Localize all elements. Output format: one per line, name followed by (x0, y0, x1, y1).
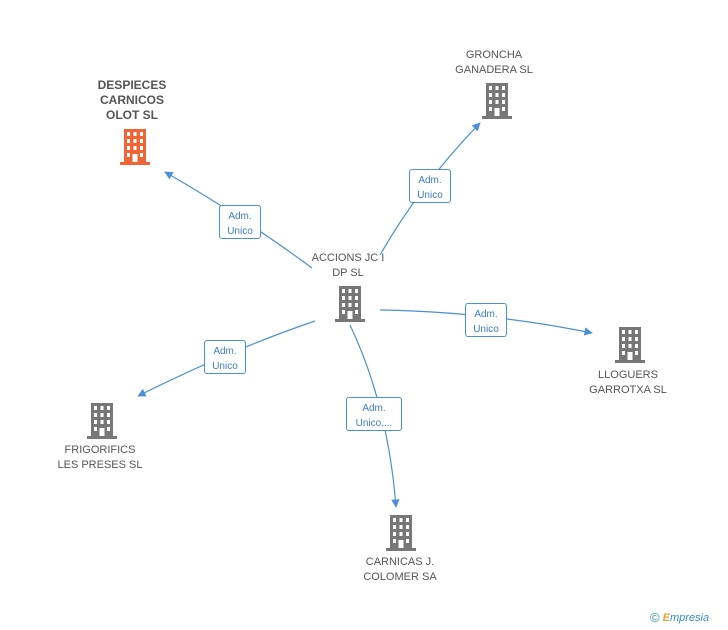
edge-label-frigorifics[interactable]: Adm. Unico (204, 340, 246, 374)
building-icon (386, 515, 416, 551)
building-icon-groncha[interactable] (480, 83, 514, 124)
brand-footer: © Empresia (650, 610, 709, 625)
edge-label-carnicas[interactable]: Adm. Unico,... (346, 397, 402, 431)
edge-label-despieces[interactable]: Adm. Unico (219, 205, 261, 239)
edge-label-groncha[interactable]: Adm. Unico (409, 169, 451, 203)
edge-label-lloguers[interactable]: Adm. Unico (465, 303, 507, 337)
building-icon-lloguers[interactable] (613, 327, 647, 368)
copyright-icon: © (650, 610, 660, 625)
node-label-lloguers[interactable]: LLOGUERS GARROTXA SL (589, 369, 667, 396)
node-label-despieces[interactable]: DESPIECES CARNICOS OLOT SL (97, 78, 167, 122)
node-label-carnicas[interactable]: CARNICAS J. COLOMER SA (363, 556, 437, 583)
node-label-center[interactable]: ACCIONS JC I DP SL (311, 252, 385, 279)
node-label-groncha[interactable]: GRONCHA GANADERA SL (455, 49, 533, 76)
building-icon-carnicas[interactable] (384, 515, 418, 556)
building-icon-despieces[interactable] (118, 129, 152, 170)
building-icon (87, 403, 117, 439)
brand-name: mpresia (670, 612, 710, 624)
node-label-frigorifics[interactable]: FRIGORIFICS LES PRESES SL (57, 444, 143, 471)
building-icon (615, 327, 645, 363)
building-icon-frigorifics[interactable] (85, 403, 119, 444)
building-icon (335, 286, 365, 322)
building-icon-center[interactable] (333, 286, 367, 327)
brand-logo-letter: E (662, 612, 670, 624)
building-icon (120, 129, 150, 165)
building-icon (482, 83, 512, 119)
